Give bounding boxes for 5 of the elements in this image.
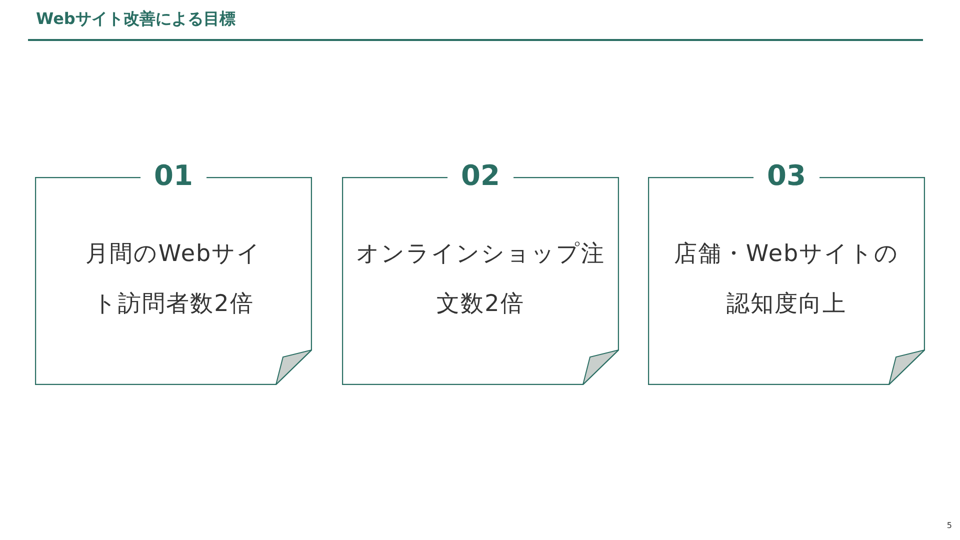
goal-text: 月間のWebサイト訪問者数2倍 [84, 240, 263, 319]
page-number: 5 [946, 521, 952, 530]
slide-title: Webサイト改善による目標 [36, 9, 236, 30]
goal-text: 店舗・Webサイトの認知度向上 [672, 240, 900, 319]
goal-text: オンラインショップ注文数2倍 [356, 240, 605, 319]
